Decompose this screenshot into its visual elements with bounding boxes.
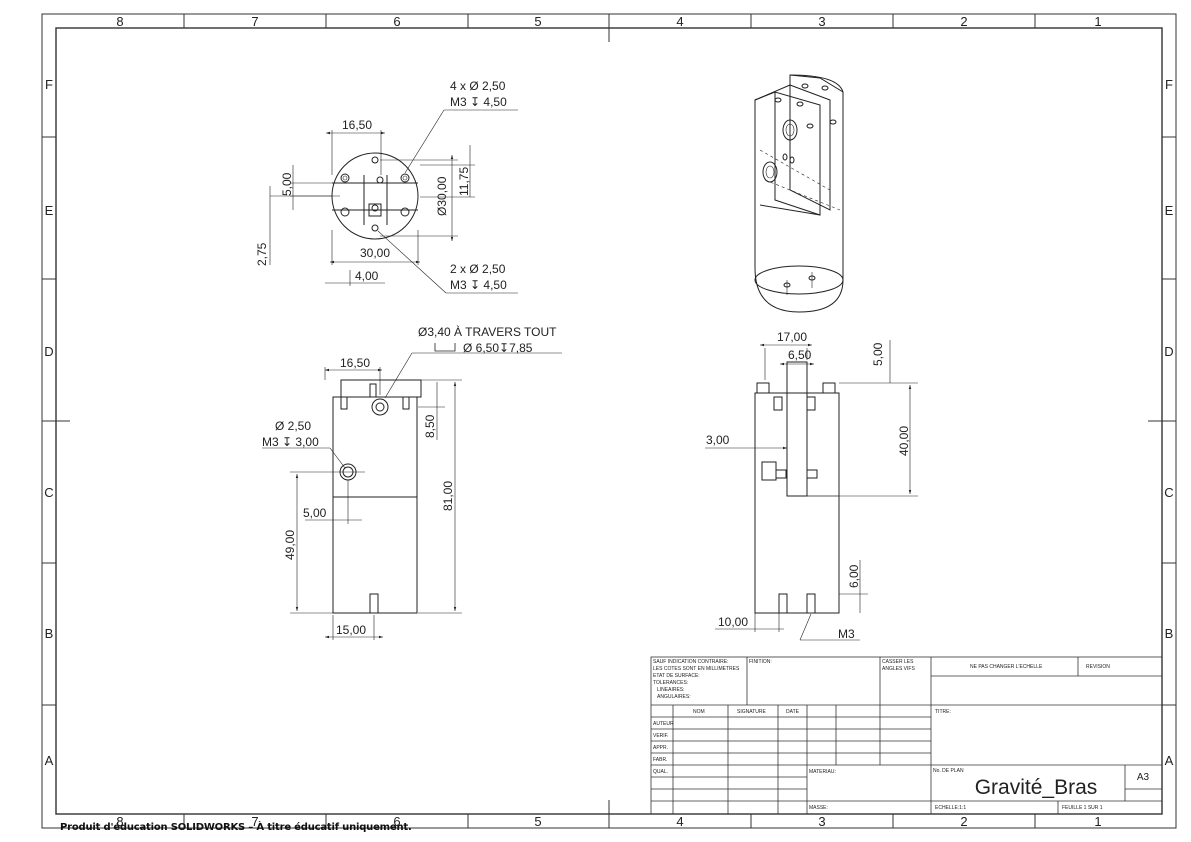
tb-note-2: LES COTES SONT EN MILLIMETRES [653,666,740,672]
zone-col-4-bottom: 4 [676,814,683,829]
top-dim-5-00: 5,00 [280,172,294,196]
zone-row-a-left: A [45,753,54,768]
tb-finish: FINITION: [749,659,772,665]
side-dim-40-00: 40,00 [897,426,911,456]
front-side-hole-thread: M3 ↧ 3,00 [262,435,319,449]
tb-sheet: FEUILLE 1 SUR 1 [1062,805,1103,811]
front-side-hole-dia: Ø 2,50 [275,419,311,433]
zone-col-2-top: 2 [960,14,967,29]
education-watermark: Produit d'éducation SOLIDWORKS – À titre… [60,822,412,833]
top-dim-2-75: 2,75 [255,242,269,266]
tb-no-scale: NE PAS CHANGER L'ECHELLE [970,664,1043,670]
front-dim-8-50: 8,50 [423,414,437,438]
top-holes-b-callout: 2 x Ø 2,50 [450,262,506,276]
side-dim-6-00: 6,00 [847,564,861,588]
zone-row-a-right: A [1165,753,1174,768]
top-dim-4-00: 4,00 [355,269,379,283]
front-dim-5-00: 5,00 [303,506,327,520]
tb-col-nom: NOM [693,709,705,715]
top-dim-dia-30: Ø30,00 [435,176,449,216]
zone-col-1-bottom: 1 [1094,814,1101,829]
tb-row-fabr: FABR. [653,757,667,763]
side-dim-3-00: 3,00 [706,433,730,447]
zone-col-8-top: 8 [116,14,123,29]
tb-drawing-number: Gravité_Bras [975,776,1098,799]
tb-title-label: TITRE: [935,709,951,715]
front-dim-81-00: 81,00 [441,481,455,511]
top-holes-b-thread: M3 ↧ 4,50 [450,278,507,292]
top-view [269,109,518,294]
tb-material: MATERIAU: [809,769,836,775]
inner-border [55,27,1163,815]
tb-note-1: SAUF INDICATION CONTRAIRE: [653,659,728,665]
zone-row-e-right: E [1165,203,1174,218]
zone-row-f-left: F [45,77,53,92]
outer-border [41,13,1177,829]
front-dim-16-50: 16,50 [340,356,370,370]
front-dim-15-00: 15,00 [336,623,366,637]
side-view [705,340,918,641]
side-dim-10-00: 10,00 [718,615,748,629]
zone-row-c-left: C [44,485,53,500]
zone-col-5-bottom: 5 [534,814,541,829]
tb-scale: ECHELLE:1:1 [935,805,966,811]
zone-row-e-left: E [45,203,54,218]
title-block [650,656,1163,815]
top-dim-11-75: 11,75 [457,167,471,196]
tb-note-3: ETAT DE SURFACE: [653,673,700,679]
zone-col-3-top: 3 [818,14,825,29]
tb-row-qual: QUAL. [653,769,668,775]
side-dim-6-50: 6,50 [788,348,812,362]
tb-drawing-no-label: No. DE PLAN [933,768,964,774]
zone-row-c-right: C [1164,485,1173,500]
tb-edges-2: ANGLES VIFS [882,666,915,672]
zone-col-7-bottom: 7 [251,814,258,829]
zone-col-2-bottom: 2 [960,814,967,829]
isometric-view [754,74,844,313]
tb-sheet-size: A3 [1137,772,1150,783]
front-cbore-callout: Ø 6,50↧7,85 [463,341,533,355]
side-thread-m3: M3 [838,627,855,641]
tb-mass: MASSE: [809,805,828,811]
top-holes-a-thread: M3 ↧ 4,50 [450,95,507,109]
zone-row-b-left: B [45,626,54,641]
zone-col-1-top: 1 [1094,14,1101,29]
top-dim-16-50: 16,50 [342,118,372,132]
tb-col-date: DATE [786,709,800,715]
front-dim-49-00: 49,00 [283,530,297,560]
zone-col-7-top: 7 [251,14,258,29]
front-hole-callout: Ø3,40 À TRAVERS TOUT [418,324,557,339]
zone-row-d-right: D [1164,344,1173,359]
zone-row-d-left: D [44,344,53,359]
side-dim-5-00: 5,00 [871,342,885,366]
tb-edges-1: CASSER LES [882,659,914,665]
tb-note-6: ANGULAIRES: [657,694,691,700]
tb-row-auteur: AUTEUR [653,721,674,727]
zone-row-b-right: B [1165,626,1174,641]
zone-col-8-bottom: 8 [116,814,123,829]
tb-row-verif: VERIF. [653,733,669,739]
zone-col-3-bottom: 3 [818,814,825,829]
zone-row-f-right: F [1165,77,1173,92]
tb-note-4: TOLERANCES: [653,680,688,686]
zone-col-6-bottom: 6 [393,814,400,829]
zone-col-6-top: 6 [393,14,400,29]
tb-col-signature: SIGNATURE [737,709,766,715]
top-holes-a-callout: 4 x Ø 2,50 [450,79,506,93]
zone-col-4-top: 4 [676,14,683,29]
front-view [262,343,562,640]
side-dim-17-00: 17,00 [777,330,807,344]
tb-note-5: LINEAIRES: [657,687,685,693]
zone-ticks [42,14,1176,828]
top-dim-30-00: 30,00 [360,246,390,260]
tb-row-appr: APPR. [653,745,668,751]
tb-revision: REVISION [1086,664,1110,670]
zone-col-5-top: 5 [534,14,541,29]
